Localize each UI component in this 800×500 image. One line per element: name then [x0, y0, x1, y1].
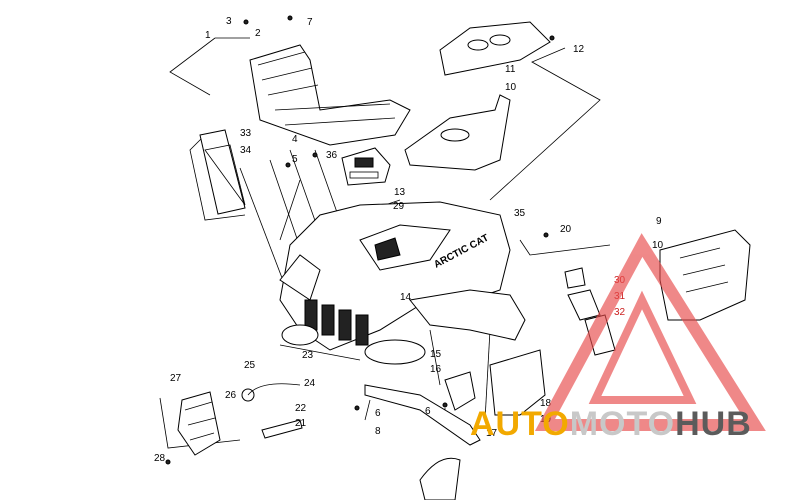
callout-24: 24: [304, 378, 316, 389]
watermark-logo: AUTOMOTOHUB: [470, 405, 752, 444]
callout-10b: 10: [652, 240, 664, 251]
callout-10a: 10: [505, 82, 517, 93]
callout-22: 22: [295, 403, 307, 414]
hardware-bits: [285, 152, 549, 411]
callout-18: 18: [540, 398, 552, 409]
callout-26: 26: [225, 390, 237, 401]
front-fender-body: [279, 201, 526, 365]
callout-11: 11: [505, 64, 516, 75]
callout-25: 25: [244, 360, 256, 371]
callout-6b: 6: [425, 406, 431, 417]
grille: [304, 299, 369, 346]
callout-7: 7: [307, 17, 313, 28]
upper-panel: [404, 94, 511, 171]
front-rack: [243, 15, 411, 146]
callout-5: 5: [292, 154, 298, 165]
watermark-part-2: MOTO: [569, 405, 676, 443]
callout-33: 33: [240, 128, 252, 139]
callout-15: 15: [430, 349, 442, 360]
callout-27: 27: [170, 373, 182, 384]
callout-17: 17: [486, 428, 498, 439]
callout-1: 1: [205, 30, 211, 41]
callout-13: 13: [394, 187, 406, 198]
callout-21: 21: [295, 418, 307, 429]
callout-23: 23: [302, 350, 314, 361]
callout-2: 2: [255, 28, 261, 39]
headlight-assembly: [165, 383, 303, 465]
watermark-part-1: AUTO: [470, 405, 570, 443]
callout-12: 12: [573, 44, 585, 55]
callout-29: 29: [393, 201, 405, 212]
side-panel: [659, 229, 751, 321]
callout-34: 34: [240, 145, 252, 156]
watermark-triangle: [534, 233, 766, 431]
callout-35: 35: [514, 208, 526, 219]
decal-sheet: [199, 129, 246, 215]
gauge-housing: [341, 147, 391, 186]
watermark-part-3: HUB: [675, 405, 752, 443]
callout-6a: 6: [375, 408, 381, 419]
callout-9: 9: [656, 216, 662, 227]
lower-splash-panels: [444, 349, 546, 416]
callout-4: 4: [292, 134, 298, 145]
callout-28: 28: [154, 453, 166, 464]
callout-3: 3: [226, 16, 232, 27]
wheel-fragment: [419, 457, 461, 500]
callout-14: 14: [400, 292, 412, 303]
bumper-bar: [364, 384, 481, 446]
callout-32: 32: [614, 307, 626, 318]
storage-lid: [439, 21, 555, 76]
callout-20: 20: [560, 224, 572, 235]
callout-16: 16: [430, 364, 442, 375]
callout-8: 8: [375, 426, 381, 437]
callout-36: 36: [326, 150, 338, 161]
